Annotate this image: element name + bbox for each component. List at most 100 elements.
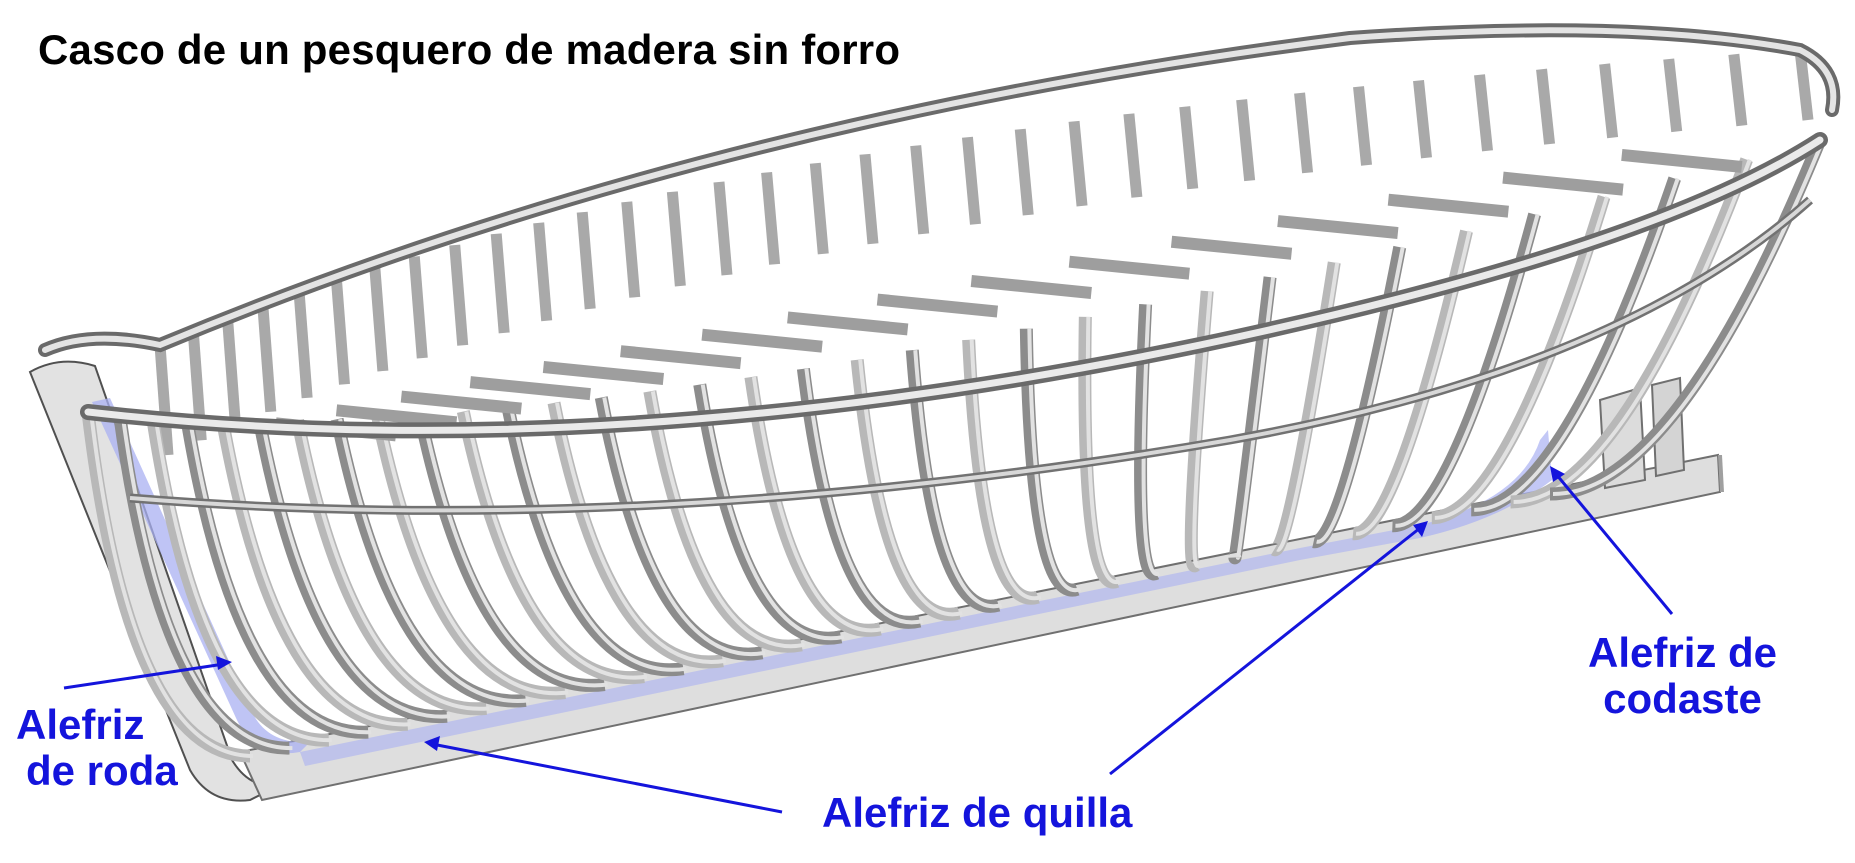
gunwale-rails <box>38 23 1841 515</box>
hull-frame <box>1228 276 1277 565</box>
stanchion <box>369 267 389 372</box>
deck-beam <box>1068 255 1190 280</box>
hull-frame-highlight <box>1141 304 1161 576</box>
hull-frame-highlight <box>804 368 924 625</box>
label-alefriz-de-quilla: Alefriz de quilla <box>822 789 1133 836</box>
hull-frame-highlight <box>700 384 845 641</box>
hull-frame-highlight <box>89 411 254 758</box>
hull-frame-highlight <box>751 376 884 633</box>
hull-frame-highlight <box>1316 246 1405 544</box>
deck-beams <box>275 148 1743 442</box>
stanchion <box>1123 113 1143 198</box>
deck-beam <box>542 361 665 385</box>
stanchion <box>1413 80 1432 159</box>
arrow-quilla-right-head <box>1413 521 1428 537</box>
hull-frame-highlight <box>338 418 529 703</box>
deck-beam <box>1170 235 1293 260</box>
hull-frame-highlight <box>1027 328 1081 593</box>
sheer-strake-highlight <box>129 198 1812 513</box>
stanchion <box>533 222 553 322</box>
deck-beam <box>335 404 458 429</box>
arrow-codaste-head <box>1550 466 1565 482</box>
stanchion <box>154 344 174 456</box>
deck-beam <box>701 328 823 353</box>
hull-frame-highlight <box>602 397 766 657</box>
stanchion <box>1663 58 1683 133</box>
near-rail-highlight <box>84 136 1824 434</box>
stanchion <box>331 279 350 385</box>
stanchion <box>1794 49 1814 121</box>
deck-beam <box>970 275 1092 299</box>
keel-side <box>1718 455 1724 492</box>
label-alefriz-de-roda: Alefriz de roda <box>16 702 178 794</box>
hull-frame-highlight <box>913 350 1003 609</box>
deck-beam <box>400 390 522 415</box>
stanchion <box>761 172 781 265</box>
label-codaste-line2: codaste <box>1603 675 1762 722</box>
hull-frame-highlight <box>1474 177 1680 512</box>
stanchion <box>809 162 829 255</box>
stanchion <box>666 191 686 287</box>
stanchion <box>257 304 277 413</box>
hull-frame-highlight <box>1434 196 1609 520</box>
arrow-quilla-left <box>431 742 783 814</box>
stanchion <box>408 256 428 359</box>
diagram-title: Casco de un pesquero de madera sin forro <box>38 26 901 73</box>
deck-beam <box>1277 215 1399 240</box>
deck-beam <box>1502 171 1624 196</box>
deck-beam <box>469 376 591 401</box>
stanchion <box>222 317 241 427</box>
deck-beam <box>1387 193 1509 218</box>
hull-frames <box>81 49 1827 763</box>
label-arrows <box>63 466 1674 814</box>
hull-frame-highlight <box>969 339 1042 601</box>
hull-frame <box>1134 304 1160 581</box>
stanchion <box>1179 106 1199 190</box>
hull-frame-highlight <box>223 420 411 727</box>
hull-frame-highlight <box>298 419 490 711</box>
stanchion <box>910 145 930 235</box>
deck-beam <box>620 345 742 370</box>
stanchion <box>1068 120 1088 207</box>
deck-beam <box>876 293 999 318</box>
hull-frame-highlight <box>1552 139 1825 496</box>
hull-frame-highlight <box>1235 276 1276 560</box>
hull-frame <box>1269 261 1341 557</box>
stanchion <box>859 153 879 245</box>
stanchion <box>1728 53 1748 127</box>
label-codaste-line1: Alefriz de <box>1588 629 1778 676</box>
hull-frame-highlight <box>1355 230 1472 536</box>
hull-frame <box>1184 290 1214 573</box>
stanchion <box>1294 92 1314 174</box>
hull-frame-highlight <box>1192 290 1213 568</box>
hull-frame <box>1352 229 1473 541</box>
stanchion <box>1236 99 1256 182</box>
stanchion <box>293 292 313 399</box>
deck-beam <box>1621 148 1743 173</box>
label-alefriz-de-codaste: Alefriz de codaste <box>1588 630 1777 722</box>
arrow-roda-head <box>216 656 232 670</box>
hull-frame-highlight <box>1395 213 1540 528</box>
label-roda-line1: Alefriz <box>16 701 145 748</box>
arrow-quilla-right <box>1109 526 1421 776</box>
stanchion <box>449 244 469 346</box>
stanchion <box>1474 74 1493 152</box>
rabbet-stem <box>92 398 310 754</box>
stanchion <box>621 201 641 298</box>
hull-frame-highlight <box>555 402 727 664</box>
hull-frame <box>1312 245 1407 549</box>
stanchion <box>1353 86 1373 166</box>
stanchion <box>576 211 596 310</box>
rabbet-keel <box>300 525 1420 766</box>
hull-frame-highlight <box>1513 158 1752 504</box>
deck-beam <box>787 311 909 336</box>
stanchion <box>713 181 733 276</box>
hull-frame-highlight <box>1276 262 1340 552</box>
hull-frame-highlight <box>464 411 648 680</box>
stanchion <box>1599 63 1619 139</box>
far-rail-highlight <box>42 27 1837 353</box>
label-roda-line2: de roda <box>26 747 178 794</box>
hull-frame-highlight <box>378 416 569 696</box>
hull-frame-highlight <box>650 391 805 649</box>
